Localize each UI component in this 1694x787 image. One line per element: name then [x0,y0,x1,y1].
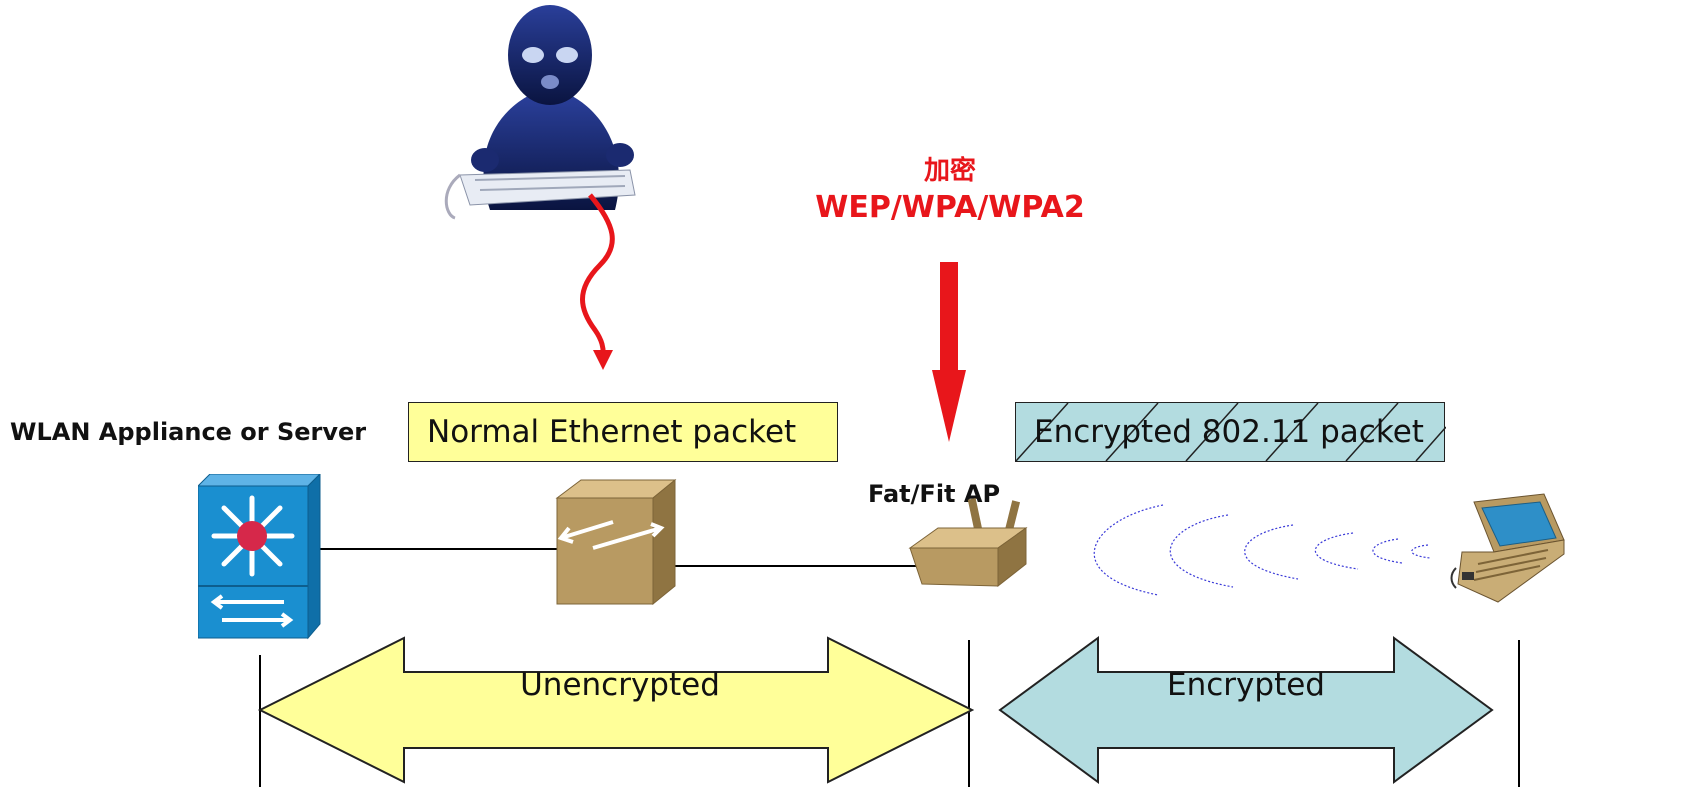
multilayer-switch-icon [198,474,321,640]
attack-arrow-icon [580,193,615,370]
wireless-waves-icon [1093,504,1431,596]
encrypted-packet-label: Encrypted 802.11 packet [1034,414,1424,450]
appliance-label: WLAN Appliance or Server [10,418,367,446]
encrypted-label: Encrypted [1167,667,1325,703]
normal-packet-label: Normal Ethernet packet [427,414,797,450]
encryption-protocols-label: WEP/WPA/WPA2 [815,190,1085,225]
hatch-pattern-icon [1016,403,1446,462]
encrypted-80211-packet: Encrypted 802.11 packet [1015,402,1446,462]
normal-ethernet-packet: Normal Ethernet packet [408,402,838,462]
ap-label: Fat/Fit AP [868,480,1001,508]
encryption-arrow-icon [932,262,966,442]
unencrypted-arrow-icon [258,636,974,784]
encrypted-arrow-icon [998,636,1494,784]
laptop-icon [1450,493,1565,603]
unencrypted-label: Unencrypted [520,667,720,703]
encryption-chinese-label: 加密 [923,156,976,186]
access-point-icon [908,498,1028,588]
switch-icon [555,478,677,606]
